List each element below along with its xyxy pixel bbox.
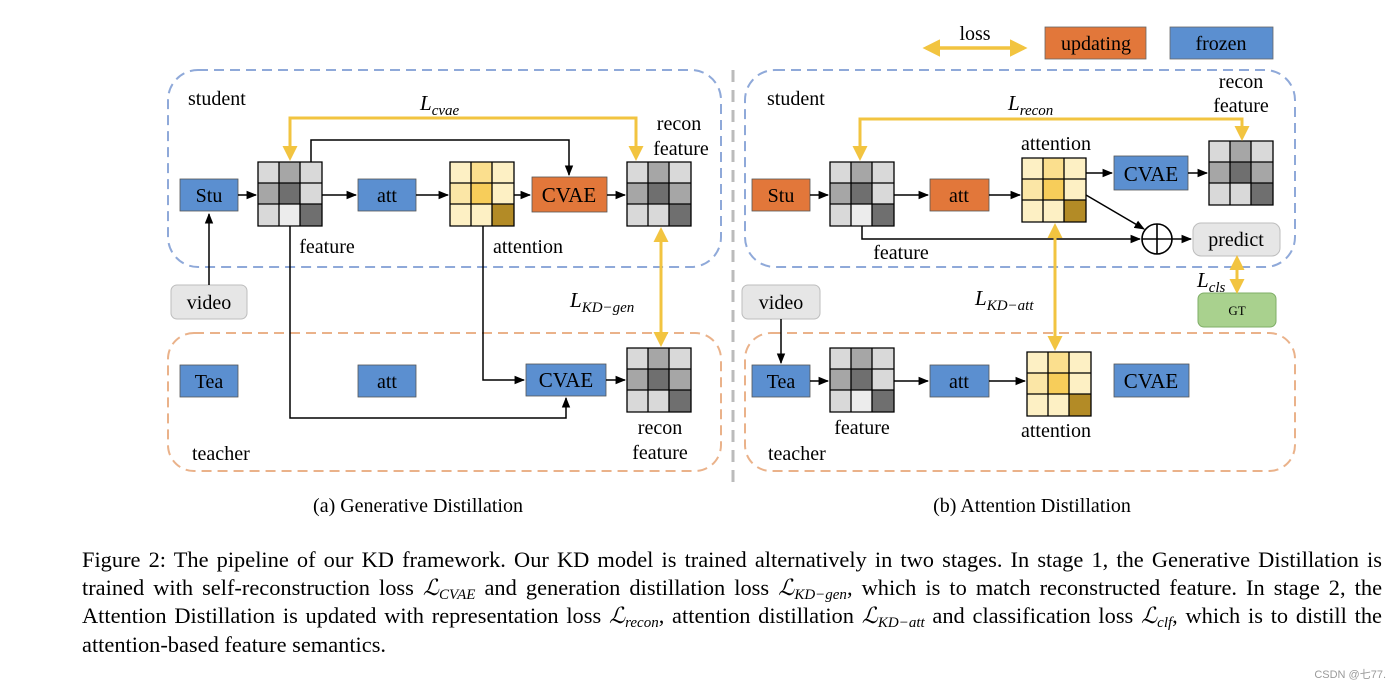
cvae-label-student-b: CVAE: [1124, 162, 1178, 186]
attention-label-a: attention: [493, 236, 563, 258]
student-feature-grid-a: [257, 161, 323, 227]
teacher-recon-grid-a: [626, 347, 692, 413]
loss-recon-arrow: [852, 117, 1250, 161]
legend-loss-label: loss: [959, 23, 990, 45]
loss-cls-label: Lcls: [1196, 268, 1226, 296]
teacher-attention-grid-b: [1026, 351, 1092, 417]
caption-sub-recon: recon: [625, 615, 659, 631]
cvae-label-teacher-a: CVAE: [539, 368, 593, 392]
student-label-a: student: [188, 88, 246, 110]
tea-label-a: Tea: [195, 371, 224, 393]
watermark: CSDN @七77.: [1314, 669, 1386, 681]
caption-math-L: ℒ: [422, 574, 440, 601]
loss-cvae-arrow: [282, 116, 644, 161]
teacher-feature-grid-b: [829, 347, 895, 413]
cvae-box-teacher-b: [1113, 363, 1190, 398]
pipeline-figure: loss updating frozen student teacher Stu…: [167, 23, 1296, 517]
loss-arrows-a: [282, 116, 669, 347]
att-box-teacher-b: [929, 364, 990, 398]
legend-frozen-label: frozen: [1195, 33, 1246, 55]
attention-label-teacher-b: attention: [1021, 420, 1091, 442]
caption-text-6: , which is to distill the attention-base…: [82, 603, 1382, 657]
recon-label-b-line2: feature: [1213, 95, 1269, 117]
att-box-teacher-a: [357, 364, 417, 398]
student-recon-grid-b: [1208, 140, 1274, 206]
teacher-label-b: teacher: [768, 443, 826, 465]
loss-cvae-label: Lcvae: [419, 91, 460, 119]
caption-text-2: and generation distillation loss: [475, 574, 779, 600]
cvae-box-student-a: [531, 176, 608, 213]
recon-label-student-a-line2: feature: [653, 138, 709, 160]
caption-text-1: Figure 2: The pipeline of our KD framewo…: [82, 547, 1382, 600]
tea-label-b: Tea: [767, 371, 796, 393]
loss-arrows-b: [852, 117, 1250, 351]
recon-label-teacher-a-line2: feature: [632, 442, 688, 464]
caption-sub-cvae: CVAE: [439, 586, 476, 603]
panel-a: student teacher Stu att CVAE feature att…: [167, 69, 722, 517]
caption-text-3: , which is to match reconstructed featur…: [82, 574, 1383, 629]
student-region-b: [744, 69, 1296, 268]
caption-text-5: and classification loss: [924, 603, 1142, 628]
teacher-region-b: [744, 332, 1296, 472]
gt-label: GT: [1228, 303, 1245, 318]
att-label-student-b: att: [949, 185, 969, 207]
loss-kdgen-label: LKD−gen: [569, 288, 634, 316]
att-label-teacher-b: att: [949, 371, 969, 393]
figure-caption: Figure 2: The pipeline of our KD framewo…: [82, 546, 1382, 658]
loss-recon-label: Lrecon: [1007, 91, 1053, 119]
student-recon-grid-a: [626, 161, 692, 227]
caption-sub-clf: clf: [1157, 615, 1173, 631]
video-label-a: video: [187, 292, 231, 314]
student-attention-grid-a: [449, 161, 515, 227]
caption-math-L: ℒ: [861, 603, 878, 629]
feature-label-student-b: feature: [873, 242, 929, 264]
caption-sub-kdgen: KD−gen: [794, 586, 847, 603]
caption-math-L: ℒ: [608, 603, 626, 629]
att-box-student-a: [357, 178, 417, 212]
video-label-b: video: [759, 292, 803, 314]
plus-cross-icon: [1142, 224, 1172, 254]
recon-label-b-line1: recon: [1219, 71, 1263, 93]
teacher-label-a: teacher: [192, 443, 250, 465]
loss-kdatt-label: LKD−att: [974, 286, 1034, 314]
panel-a-caption: (a) Generative Distillation: [313, 495, 523, 517]
legend-frozen-swatch: [1169, 26, 1274, 60]
cvae-label-student-a: CVAE: [542, 183, 596, 207]
att-label-student-a: att: [377, 185, 397, 207]
panel-b: student teacher Stu att attention CVAE r…: [741, 69, 1296, 517]
legend: loss updating frozen: [922, 23, 1274, 60]
student-region-a: [167, 69, 722, 268]
cvae-box-student-b: [1113, 155, 1189, 191]
flow-arrows-b: [776, 168, 1209, 386]
stu-label-a: Stu: [196, 185, 223, 207]
student-label-b: student: [767, 88, 825, 110]
teacher-region-a: [167, 332, 722, 472]
caption-text-4: , attention distillation: [658, 603, 862, 628]
feature-label-teacher-b: feature: [834, 417, 890, 439]
predict-label: predict: [1208, 229, 1264, 251]
att-box-student-b: [929, 178, 990, 212]
caption-math-L: ℒ: [1141, 603, 1158, 629]
tea-box-b: [751, 364, 811, 398]
caption-sub-kdatt: KD−att: [877, 615, 925, 631]
stu-label-b: Stu: [768, 185, 795, 207]
stu-box-a: [179, 178, 239, 212]
recon-label-teacher-a-line1: recon: [638, 417, 682, 439]
legend-updating-label: updating: [1061, 33, 1131, 55]
legend-updating-swatch: [1044, 26, 1147, 60]
caption-math-L: ℒ: [778, 574, 795, 601]
cvae-label-teacher-b: CVAE: [1124, 369, 1178, 393]
stu-box-b: [751, 178, 811, 212]
recon-label-student-a-line1: recon: [657, 113, 701, 135]
panel-b-caption: (b) Attention Distillation: [933, 495, 1131, 517]
student-feature-grid-b: [829, 161, 895, 227]
feature-label-a: feature: [299, 236, 355, 258]
tea-box-a: [179, 364, 239, 398]
student-attention-grid-b: [1021, 157, 1087, 223]
att-label-teacher-a: att: [377, 371, 397, 393]
attention-label-student-b: attention: [1021, 133, 1091, 155]
